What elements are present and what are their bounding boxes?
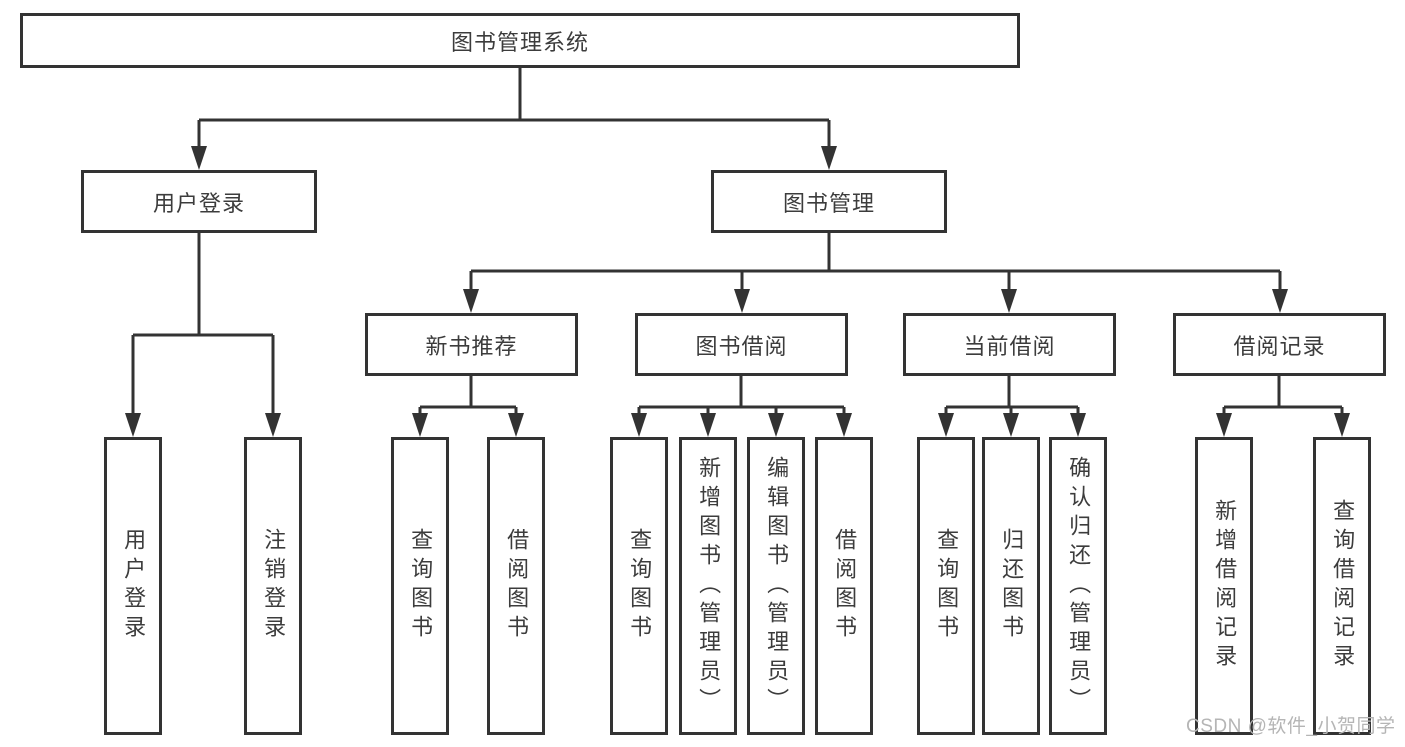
node-label: 用户登录 [121, 528, 147, 644]
node-label: 新书推荐 [425, 333, 518, 359]
node-label: 新增借阅记录 [1212, 499, 1238, 673]
node-book-management: 图书管理 [711, 170, 947, 233]
leaf-records-add-borrow-record: 新增借阅记录 [1195, 437, 1253, 735]
arrowhead [412, 413, 428, 437]
leaf-current-query-books: 查询图书 [917, 437, 975, 735]
arrowhead [734, 289, 750, 313]
node-label: 用户登录 [152, 190, 245, 216]
connector-book-management-to-level2 [469, 232, 1282, 293]
node-new-book-recommend: 新书推荐 [365, 313, 578, 376]
arrowhead [1070, 413, 1086, 437]
node-current-borrowing: 当前借阅 [903, 313, 1116, 376]
node-book-borrowing: 图书借阅 [635, 313, 848, 376]
leaf-current-return-books: 归还图书 [982, 437, 1040, 735]
arrowhead [265, 413, 281, 437]
arrowhead [1272, 289, 1288, 313]
arrowhead [191, 146, 207, 170]
node-label: 借阅图书 [832, 528, 858, 644]
node-label: 图书管理系统 [450, 29, 589, 55]
leaf-user-login-action: 用户登录 [104, 437, 162, 735]
arrowhead [508, 413, 524, 437]
node-label: 查询图书 [408, 528, 434, 644]
node-label: 注销登录 [261, 528, 287, 644]
node-library-system: 图书管理系统 [20, 13, 1020, 68]
arrowhead [768, 413, 784, 437]
node-label: 图书借阅 [695, 333, 788, 359]
arrowhead [1003, 413, 1019, 437]
node-label: 借阅图书 [504, 528, 530, 644]
arrowhead [1001, 289, 1017, 313]
connector-current-borrowing-to-leaves [944, 376, 1080, 417]
connector-new-book-recommend-to-leaves [418, 376, 518, 417]
leaf-borrowing-add-books-admin: 新增图书（管理员） [679, 437, 737, 735]
arrowhead [836, 413, 852, 437]
leaf-recommend-borrow-books: 借阅图书 [487, 437, 545, 735]
arrowhead [463, 289, 479, 313]
connector-user-login-to-leaves [131, 232, 275, 417]
arrowhead [125, 413, 141, 437]
leaf-current-confirm-return-admin: 确认归还（管理员） [1049, 437, 1107, 735]
leaf-records-query-borrow-record: 查询借阅记录 [1313, 437, 1371, 735]
node-label: 图书管理 [782, 190, 875, 216]
node-label: 查询图书 [934, 528, 960, 644]
node-label: 当前借阅 [963, 333, 1056, 359]
arrowhead [1334, 413, 1350, 437]
node-borrow-records: 借阅记录 [1173, 313, 1386, 376]
leaf-logout-action: 注销登录 [244, 437, 302, 735]
node-label: 借阅记录 [1233, 333, 1326, 359]
arrowhead [700, 413, 716, 437]
node-label: 新增图书（管理员） [696, 455, 722, 717]
connector-book-borrowing-to-leaves [637, 376, 846, 417]
arrowhead [821, 146, 837, 170]
leaf-recommend-query-books: 查询图书 [391, 437, 449, 735]
node-label: 查询借阅记录 [1330, 499, 1356, 673]
node-label: 确认归还（管理员） [1066, 455, 1092, 717]
connector-borrow-records-to-leaves [1222, 376, 1344, 417]
connector-root-to-level1 [197, 68, 831, 150]
leaf-borrowing-borrow-books: 借阅图书 [815, 437, 873, 735]
arrowhead [631, 413, 647, 437]
csdn-watermark: CSDN @软件_小贺同学 [1186, 716, 1396, 737]
arrowhead [938, 413, 954, 437]
arrowhead [1216, 413, 1232, 437]
node-user-login: 用户登录 [81, 170, 317, 233]
node-label: 编辑图书（管理员） [764, 455, 790, 717]
leaf-borrowing-query-books: 查询图书 [610, 437, 668, 735]
node-label: 查询图书 [627, 528, 653, 644]
node-label: 归还图书 [999, 528, 1025, 644]
leaf-borrowing-edit-books-admin: 编辑图书（管理员） [747, 437, 805, 735]
